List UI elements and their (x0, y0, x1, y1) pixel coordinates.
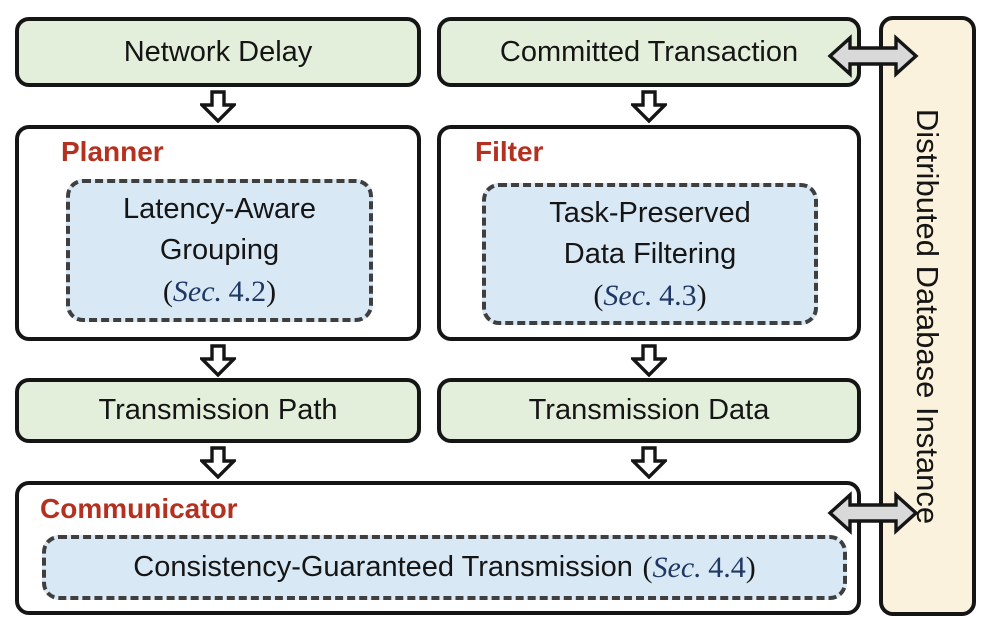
paren-open: ( (162, 275, 173, 308)
paren-close: ) (266, 275, 277, 308)
transmission-path-label: Transmission Path (98, 394, 338, 426)
planner-inner-line2: Grouping (159, 234, 280, 266)
transmission-data-label: Transmission Data (528, 394, 770, 426)
filter-section-ref: (Sec.4.3) (593, 275, 706, 316)
down-arrow-icon (200, 90, 236, 123)
sec-number: 4.3 (659, 278, 697, 312)
communicator-inner-line1: Consistency-Guaranteed Transmission (133, 551, 633, 583)
committed-transaction-label: Committed Transaction (499, 35, 799, 68)
consistency-guaranteed-transmission-box: Consistency-Guaranteed Transmission (Sec… (42, 535, 847, 600)
communicator-section-ref: (Sec.4.4) (643, 547, 756, 588)
paren-close: ) (696, 278, 707, 312)
filter-label: Filter (475, 136, 544, 167)
bidirectional-arrow-icon (827, 34, 919, 78)
filter-inner-line2: Data Filtering (563, 237, 737, 270)
transmission-data-box: Transmission Data (437, 378, 861, 443)
sec-number: 4.4 (708, 551, 746, 584)
filter-inner-line1: Task-Preserved (549, 196, 751, 229)
planner-section-ref: (Sec.4.2) (163, 271, 276, 312)
paren-close: ) (745, 551, 756, 584)
paren-open: ( (642, 551, 653, 584)
committed-transaction-box: Committed Transaction (437, 17, 861, 87)
planner-box: Planner Latency-Aware Grouping (Sec.4.2) (15, 125, 421, 341)
sec-word: Sec. (603, 278, 653, 312)
bidirectional-arrow-icon (827, 491, 919, 535)
communicator-label: Communicator (40, 493, 238, 524)
network-delay-label: Network Delay (123, 35, 313, 68)
sec-word: Sec. (172, 275, 223, 308)
filter-box: Filter Task-Preserved Data Filtering (Se… (437, 125, 861, 341)
distributed-database-instance-label: Distributed Database Instance (910, 108, 946, 524)
down-arrow-icon (631, 446, 667, 479)
sec-number: 4.2 (228, 275, 267, 308)
down-arrow-icon (200, 446, 236, 479)
down-arrow-icon (631, 344, 667, 377)
paren-open: ( (593, 278, 604, 312)
down-arrow-icon (631, 90, 667, 123)
down-arrow-icon (200, 344, 236, 377)
planner-label: Planner (61, 136, 164, 167)
latency-aware-grouping-box: Latency-Aware Grouping (Sec.4.2) (66, 179, 373, 322)
communicator-box: Communicator Consistency-Guaranteed Tran… (15, 481, 861, 615)
planner-inner-line1: Latency-Aware (123, 193, 316, 225)
transmission-path-box: Transmission Path (15, 378, 421, 443)
sec-word: Sec. (652, 551, 702, 584)
task-preserved-data-filtering-box: Task-Preserved Data Filtering (Sec.4.3) (482, 183, 818, 325)
network-delay-box: Network Delay (15, 17, 421, 87)
